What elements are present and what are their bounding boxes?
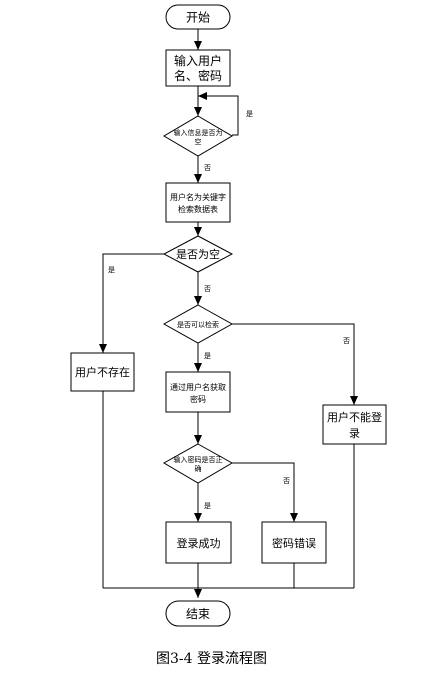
figure-caption: 图3-4 登录流程图 — [156, 651, 267, 667]
start-label: 开始 — [186, 11, 210, 25]
result-empty-diamond: 是否为空 — [162, 235, 234, 273]
end-label: 结束 — [186, 607, 210, 621]
branch-labels: 是 否 是 否 否 是 否 是 — [108, 110, 350, 510]
end-node: 结束 — [165, 600, 231, 627]
user-cannot-login-box: 用户不能登 录 — [322, 404, 387, 445]
label-no-password: 否 — [283, 477, 290, 485]
search-line2: 检索数据表 — [178, 204, 218, 214]
user-not-exist-label: 用户不存在 — [75, 365, 130, 379]
can-search-diamond: 是否可以检索 — [162, 304, 234, 344]
arrow-pwd-no — [232, 462, 298, 522]
can-search-label: 是否可以检索 — [177, 320, 219, 329]
check-password-diamond: 输入密码是否正 确 — [162, 443, 234, 484]
result-empty-label: 是否为空 — [176, 247, 220, 261]
search-line1: 用户名为关键字 — [170, 192, 226, 202]
label-no-empty: 否 — [204, 285, 211, 293]
check-empty-line1: 输入信息是否为 — [174, 128, 223, 137]
connectors — [99, 29, 358, 598]
password-error-box: 密码错误 — [261, 521, 327, 564]
cannot-login-line1: 用户不能登 — [327, 410, 382, 424]
get-password-line1: 通过用户名获取 — [170, 382, 226, 392]
arrow-cansearch-no — [232, 323, 358, 405]
arrow-loop-yes — [198, 92, 239, 136]
search-table-box: 用户名为关键字 检索数据表 — [165, 182, 231, 223]
cannot-login-line2: 录 — [349, 427, 360, 440]
login-success-box: 登录成功 — [165, 521, 232, 564]
label-no-cansearch: 否 — [343, 337, 350, 345]
check-empty-input-diamond: 输入信息是否为 空 — [163, 115, 233, 157]
input-credentials-box: 输入用户 名、密码 — [165, 49, 231, 87]
arrow-empty-yes — [99, 253, 166, 353]
get-password-line2: 密码 — [190, 394, 206, 404]
label-yes-password: 是 — [204, 502, 211, 510]
login-flowchart: 开始 输入用户 名、密码 输入信息是否为 空 用户名为关键字 检索数据表 是否为… — [70, 4, 387, 627]
user-not-exist-box: 用户不存在 — [70, 352, 135, 392]
input-label-line1: 输入用户 — [174, 53, 222, 68]
label-yes-loop: 是 — [246, 110, 253, 118]
get-password-box: 通过用户名获取 密码 — [165, 371, 231, 413]
login-success-label: 登录成功 — [177, 536, 221, 550]
input-label-line2: 名、密码 — [174, 68, 222, 83]
check-password-line1: 输入密码是否正 — [174, 455, 223, 464]
label-no-check: 否 — [204, 164, 211, 172]
check-password-line2: 确 — [195, 464, 202, 473]
check-empty-line2: 空 — [195, 137, 202, 146]
label-yes-cansearch: 是 — [204, 352, 211, 360]
password-error-label: 密码错误 — [272, 536, 316, 550]
start-node: 开始 — [165, 4, 231, 30]
label-yes-empty: 是 — [108, 266, 115, 274]
